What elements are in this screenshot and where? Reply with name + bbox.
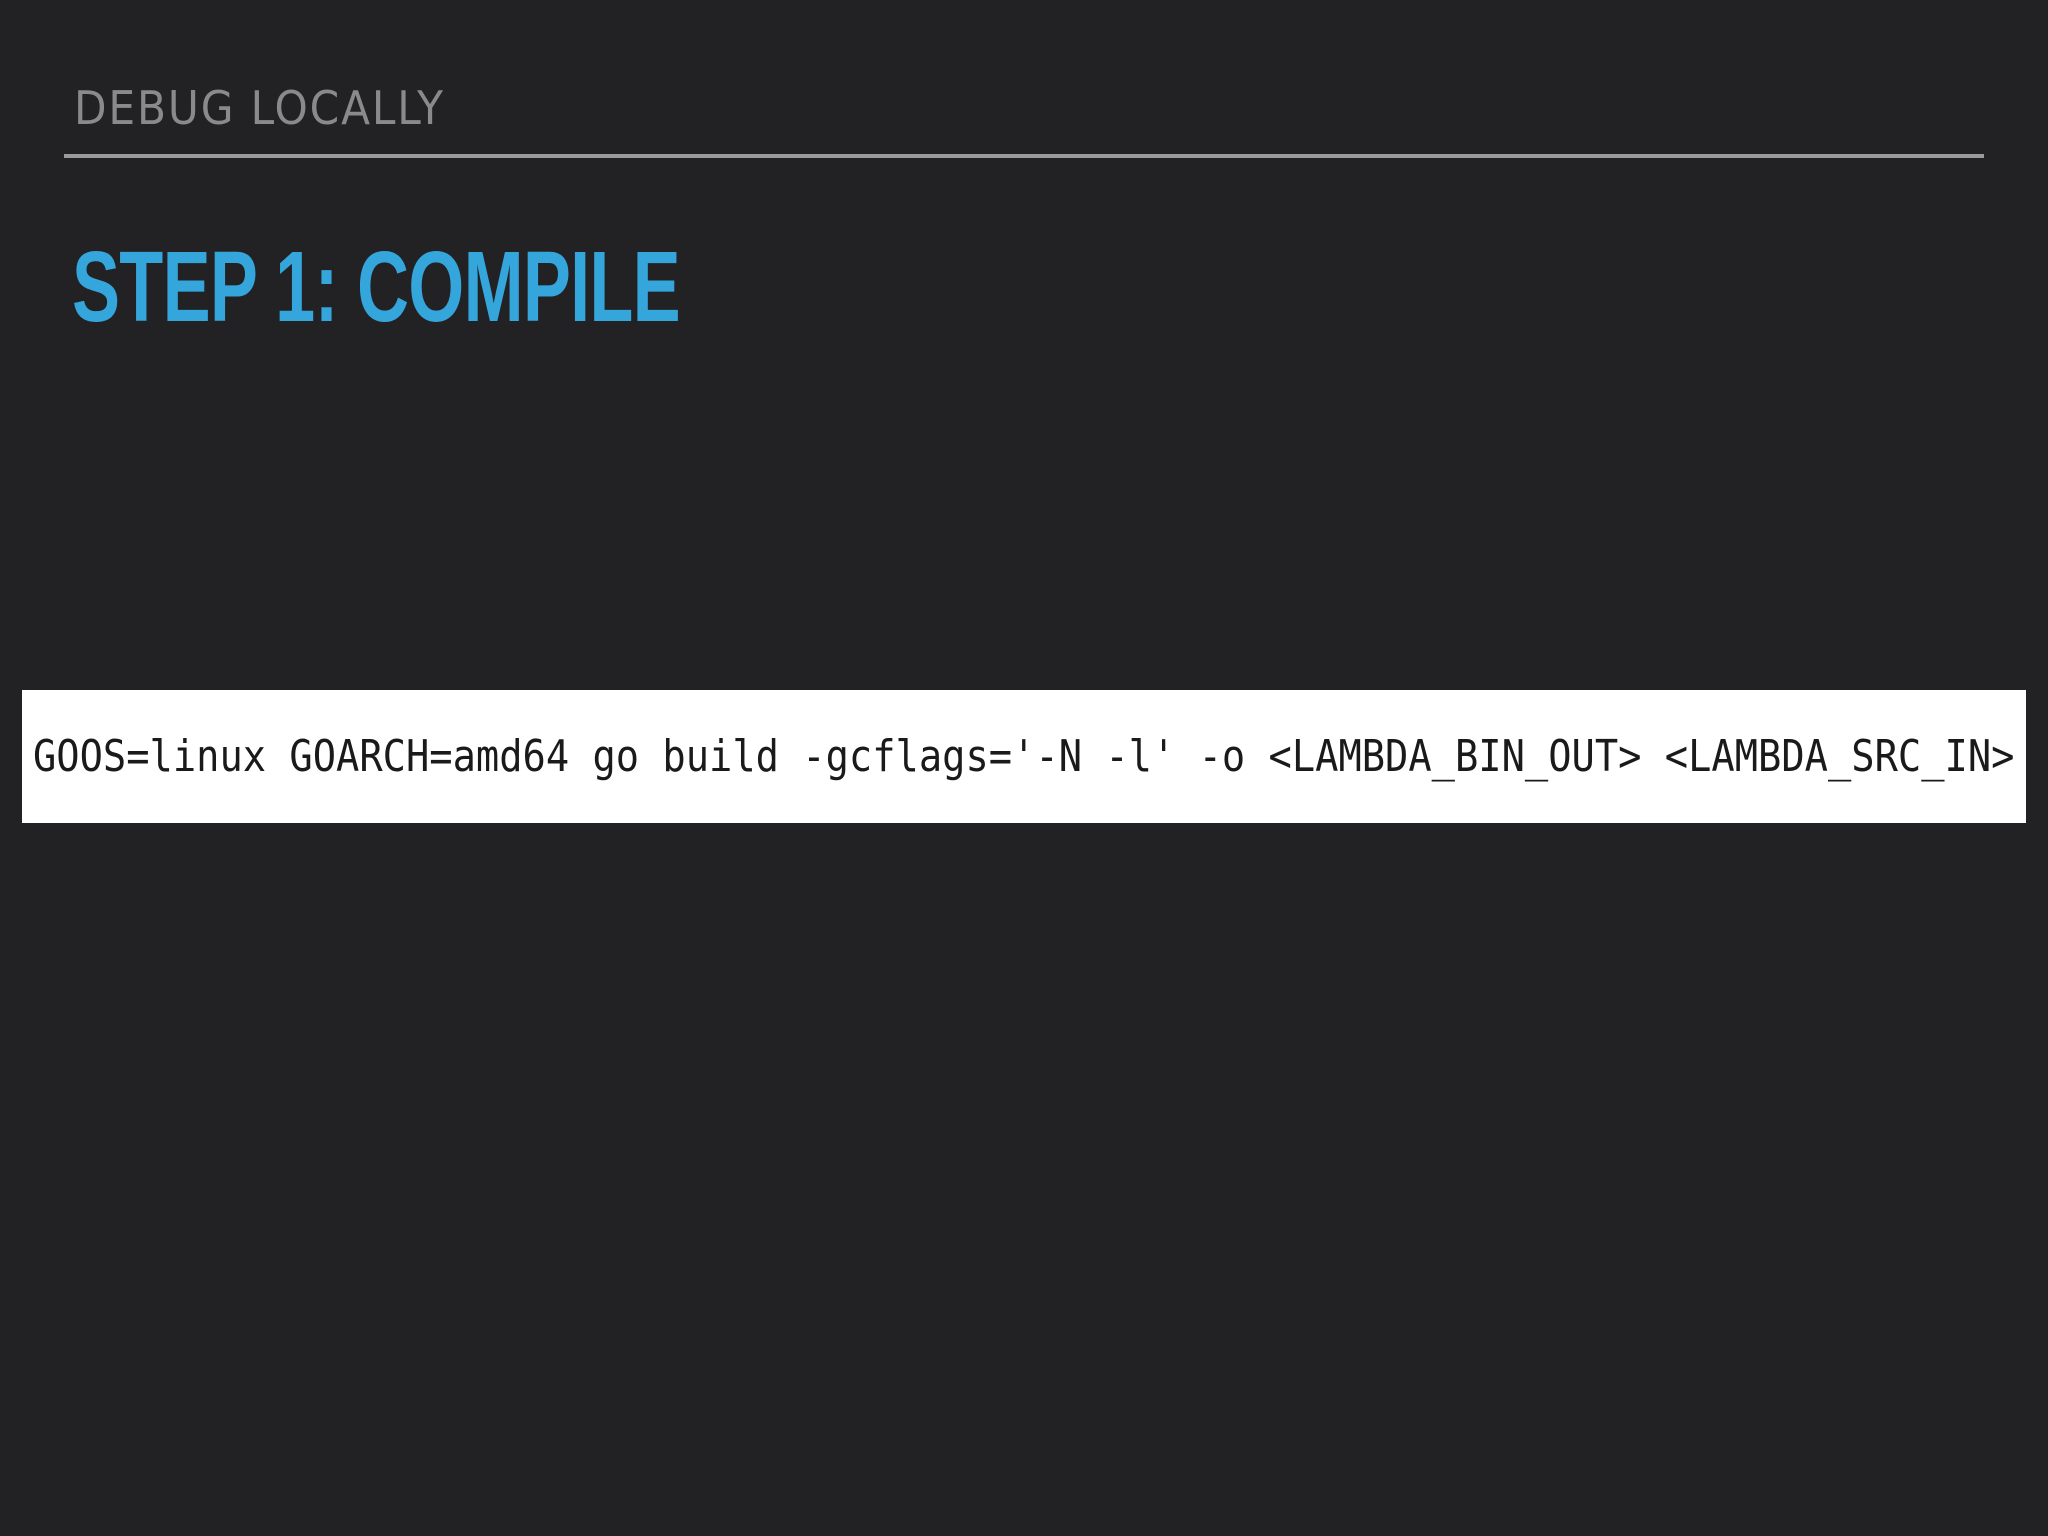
header-divider	[64, 154, 1984, 158]
code-command: GOOS=linux GOARCH=amd64 go build -gcflag…	[33, 731, 2015, 782]
slide-title: STEP 1: COMPILE	[72, 231, 681, 343]
section-title: DEBUG LOCALLY	[74, 81, 445, 135]
code-block: GOOS=linux GOARCH=amd64 go build -gcflag…	[22, 690, 2026, 823]
